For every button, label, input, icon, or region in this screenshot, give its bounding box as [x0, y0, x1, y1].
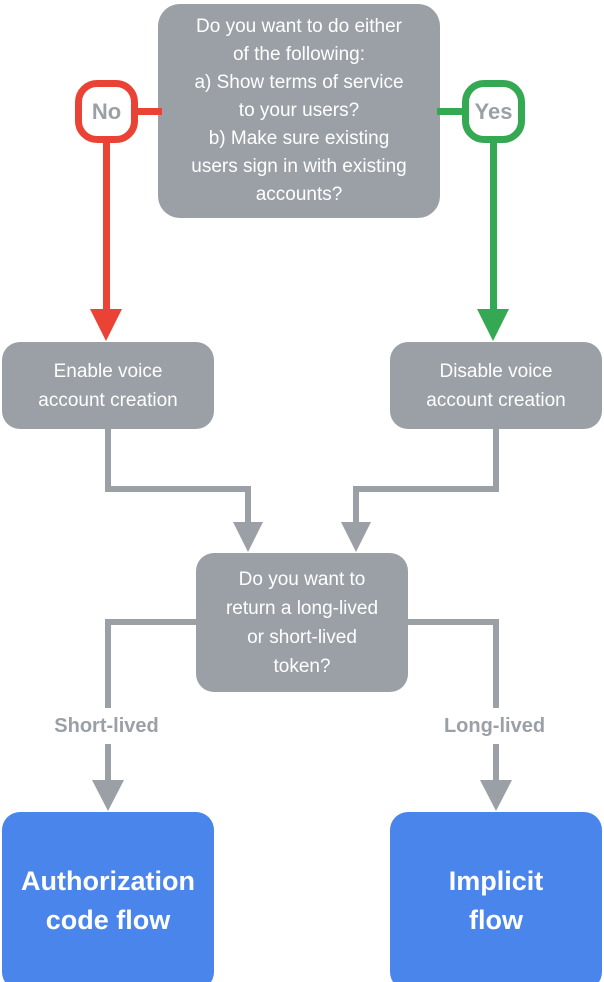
node-question-either: Do you want to do either of the followin… [158, 4, 440, 218]
node-question-token: Do you want to return a long-lived or sh… [196, 553, 408, 692]
long-lived-text: Long-lived [443, 714, 546, 737]
badge-no-label: No [91, 98, 122, 124]
label-short-lived: Short-lived [21, 708, 192, 744]
yes-arrowhead [477, 309, 509, 341]
question-either-text: Do you want to do either of the followin… [191, 16, 407, 205]
disable-voice-text: Disable voice account creation [426, 360, 566, 411]
merge-right-arrowhead [341, 522, 371, 552]
connector-longlived-vertical [493, 619, 499, 782]
connector-merge-right-vertical [353, 486, 359, 523]
connector-enable-vertical [105, 429, 111, 492]
node-implicit-flow: Implicit flow [390, 812, 602, 982]
no-arrowhead [90, 309, 122, 341]
node-enable-voice: Enable voice account creation [2, 342, 214, 429]
connector-merge-left-vertical [245, 486, 251, 523]
connector-disable-horizontal [353, 486, 499, 492]
connector-disable-vertical [493, 429, 499, 492]
shortlived-arrowhead [92, 780, 124, 811]
label-long-lived: Long-lived [409, 708, 580, 744]
connector-shortlived-horizontal [105, 619, 196, 625]
connector-no-vertical [103, 140, 110, 310]
connector-enable-horizontal [105, 486, 251, 492]
merge-left-arrowhead [233, 522, 263, 552]
badge-no: No [75, 80, 138, 143]
connector-yes-vertical [490, 140, 497, 310]
implicit-flow-text: Implicit flow [448, 866, 544, 935]
connector-yes-horizontal [437, 108, 466, 115]
connector-no-horizontal [133, 108, 162, 115]
connector-shortlived-vertical [105, 619, 111, 782]
longlived-arrowhead [480, 780, 512, 811]
node-disable-voice: Disable voice account creation [390, 342, 602, 429]
badge-yes-label: Yes [474, 98, 513, 124]
question-token-text: Do you want to return a long-lived or sh… [225, 568, 379, 677]
node-authorization-code-flow: Authorization code flow [2, 812, 214, 982]
connector-longlived-horizontal [408, 619, 499, 625]
authorization-code-flow-text: Authorization code flow [21, 866, 195, 935]
badge-yes: Yes [462, 80, 525, 143]
short-lived-text: Short-lived [54, 714, 159, 737]
enable-voice-text: Enable voice account creation [38, 360, 178, 411]
